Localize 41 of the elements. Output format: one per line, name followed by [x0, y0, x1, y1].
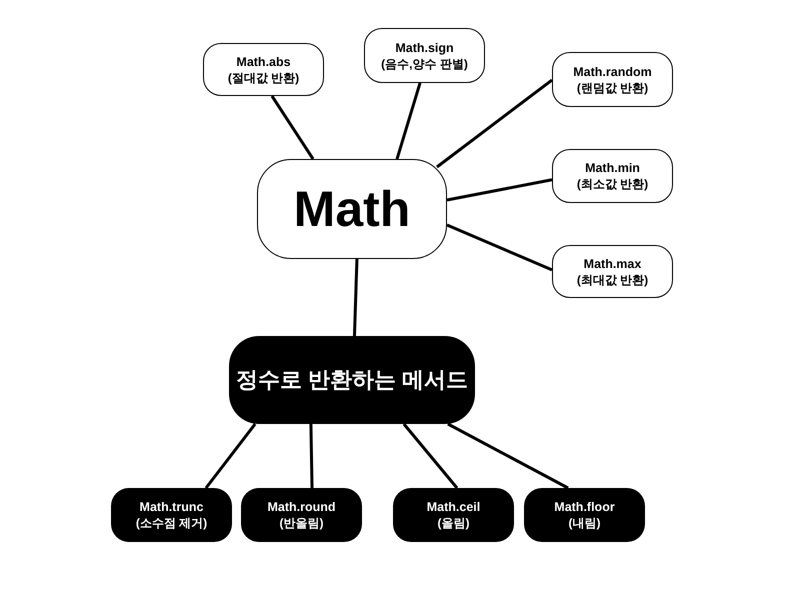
method-description: (최소값 반환): [576, 176, 648, 192]
method-rounded-box: [552, 52, 673, 107]
hub-title: Math: [294, 184, 410, 234]
hub-rounded-box: [257, 159, 447, 259]
method-name: Math.random: [573, 64, 652, 80]
method-name: Math.round: [267, 499, 336, 515]
method-rounded-box: [203, 43, 324, 96]
method-name: Math.abs: [236, 54, 291, 70]
method-description: (내림): [568, 515, 600, 531]
method-name: Math.max: [584, 256, 642, 272]
connector-line: [402, 423, 458, 489]
method-description: (최대값 반환): [576, 272, 648, 288]
group-title: 정수로 반환하는 메서드: [236, 366, 468, 394]
connector-line: [396, 82, 422, 160]
method-description: (절대값 반환): [228, 70, 300, 86]
method-rounded-box: [364, 28, 485, 83]
method-rounded-box: [241, 488, 362, 542]
method-name: Math.floor: [554, 499, 615, 515]
connector-line: [204, 423, 256, 489]
connector-line: [436, 78, 553, 168]
method-rounded-box: [552, 149, 673, 203]
connector-line: [270, 95, 314, 160]
method-description: (음수,양수 판별): [381, 56, 468, 72]
method-rounded-box: [524, 488, 645, 542]
method-description: (소수점 제거): [136, 515, 208, 531]
group-rounded-box: [229, 336, 475, 424]
method-rounded-box: [393, 488, 514, 542]
connector-line: [352, 258, 358, 336]
method-rounded-box: [111, 488, 232, 542]
method-description: (올림): [438, 515, 470, 531]
connector-line: [446, 224, 553, 272]
method-name: Math.sign: [395, 40, 454, 56]
method-name: Math.trunc: [140, 499, 204, 515]
method-rounded-box: [552, 245, 673, 298]
method-name: Math.min: [585, 160, 640, 176]
connector-line: [309, 424, 314, 488]
method-description: (랜덤값 반환): [576, 80, 648, 96]
connector-line: [446, 178, 552, 202]
connector-line: [447, 422, 569, 490]
method-name: Math.ceil: [426, 499, 480, 515]
method-description: (반올림): [280, 515, 324, 531]
